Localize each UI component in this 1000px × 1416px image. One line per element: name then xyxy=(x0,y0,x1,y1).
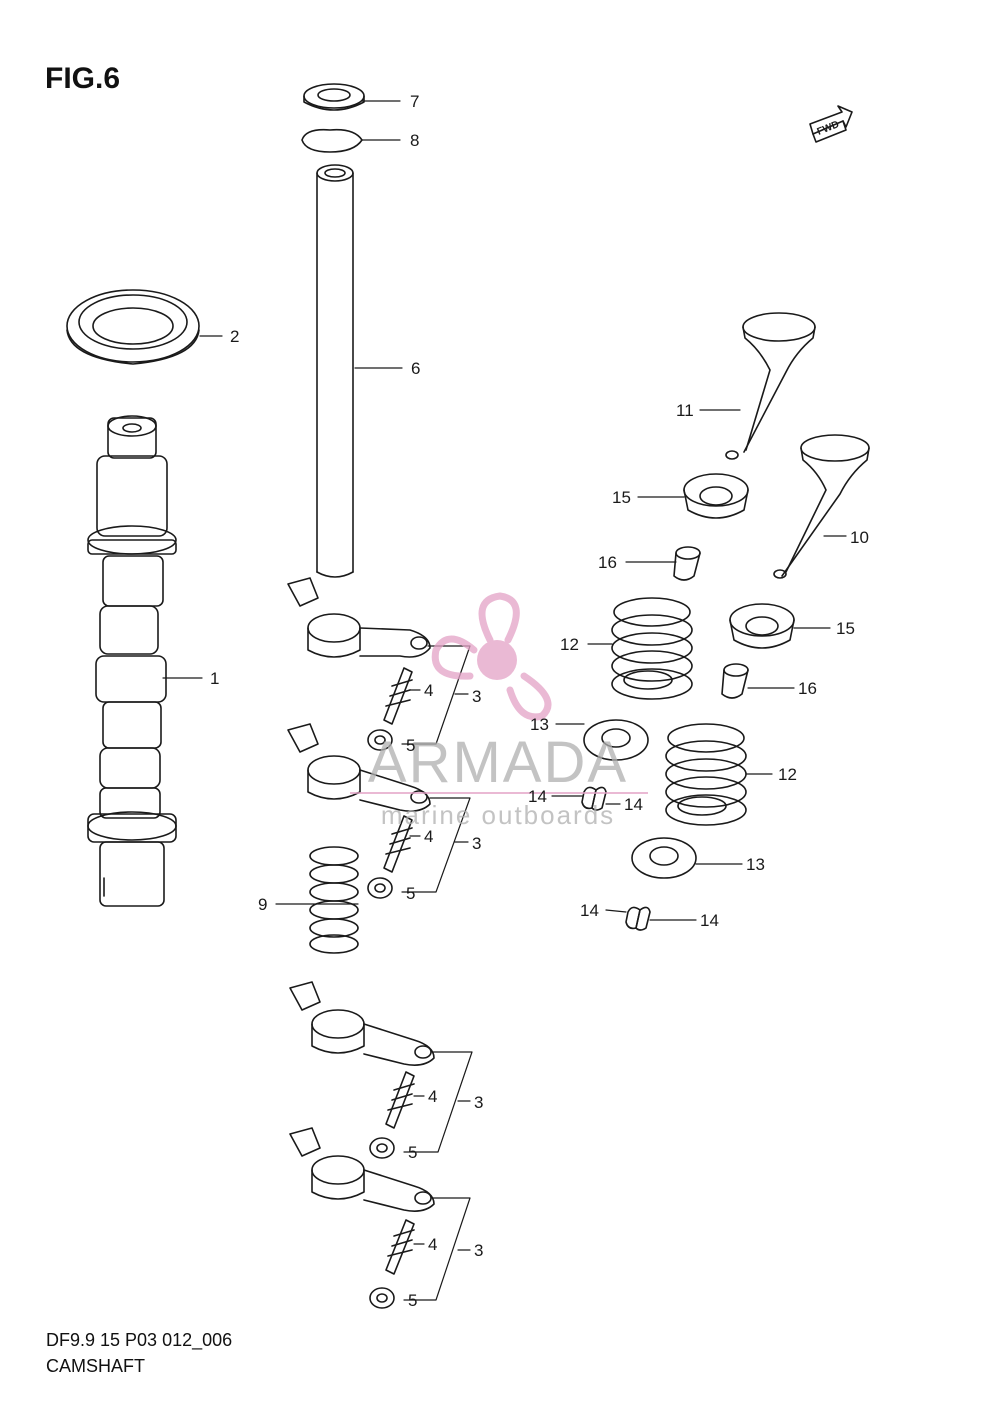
valve-cotters-2 xyxy=(625,906,651,931)
callout-13a: 13 xyxy=(530,715,549,734)
model-code: DF9.9 15 P03 012_006 xyxy=(46,1330,233,1350)
callout-5a: 5 xyxy=(406,736,415,755)
forward-arrow-icon xyxy=(809,105,853,143)
callout-14c: 14 xyxy=(580,901,599,920)
callout-15b: 15 xyxy=(836,619,855,638)
valve-stem-seal-2 xyxy=(721,663,749,699)
callout-6: 6 xyxy=(411,359,420,378)
valve-spring-2 xyxy=(665,723,747,826)
rocker-arm-set-4 xyxy=(289,1127,435,1212)
callout-7: 7 xyxy=(410,92,419,111)
callout-16b: 16 xyxy=(798,679,817,698)
callout-12a: 12 xyxy=(560,635,579,654)
exhaust-valve xyxy=(773,434,870,579)
oil-seal xyxy=(66,289,200,365)
callout-10: 10 xyxy=(850,528,869,547)
rocker-arm-set-3 xyxy=(289,981,435,1066)
callout-4c: 4 xyxy=(428,1087,437,1106)
callout-15a: 15 xyxy=(612,488,631,507)
valve-spring-seat-2 xyxy=(631,837,697,879)
rocker-arm-set-1 xyxy=(287,577,431,658)
leader-lines xyxy=(162,100,847,1301)
callout-4b: 4 xyxy=(424,827,433,846)
callout-11: 11 xyxy=(676,401,694,420)
rocker-shaft xyxy=(316,164,354,578)
watermark: ARMADA marine outboards xyxy=(350,592,648,830)
intake-valve xyxy=(725,312,816,460)
callout-5d: 5 xyxy=(408,1291,417,1310)
callout-3d: 3 xyxy=(474,1241,483,1260)
valve-stem-seal-1 xyxy=(673,546,701,581)
valve-spring-1 xyxy=(611,597,693,700)
callout-5c: 5 xyxy=(408,1143,417,1162)
callout-12b: 12 xyxy=(778,765,797,784)
valve-cotters-1 xyxy=(581,786,607,811)
callout-8: 8 xyxy=(410,131,419,150)
callout-2: 2 xyxy=(230,327,239,346)
callout-13b: 13 xyxy=(746,855,765,874)
valve-spring-retainer-1 xyxy=(683,473,749,519)
callout-3a: 3 xyxy=(472,687,481,706)
callout-14d: 14 xyxy=(700,911,719,930)
section-name: CAMSHAFT xyxy=(46,1356,145,1376)
callout-3b: 3 xyxy=(472,834,481,853)
figure-title: FIG.6 xyxy=(45,62,121,95)
callout-1: 1 xyxy=(210,669,219,688)
watermark-tagline: marine outboards xyxy=(381,800,615,830)
valve-spring-retainer-2 xyxy=(729,603,795,649)
o-ring xyxy=(301,128,363,153)
lock-nuts xyxy=(367,729,395,1309)
callout-3c: 3 xyxy=(474,1093,483,1112)
callout-5b: 5 xyxy=(406,884,415,903)
callout-4d: 4 xyxy=(428,1235,437,1254)
rocker-shaft-spring xyxy=(309,846,359,954)
callout-9: 9 xyxy=(258,895,267,914)
callout-14b: 14 xyxy=(624,795,643,814)
valve-spring-seat-1 xyxy=(583,719,649,761)
callout-4a: 4 xyxy=(424,681,433,700)
propeller-icon xyxy=(431,592,552,721)
adjusting-screws xyxy=(383,667,415,1275)
camshaft xyxy=(87,415,177,907)
callout-14a: 14 xyxy=(528,787,547,806)
rocker-shaft-washer xyxy=(303,83,365,111)
watermark-brand: ARMADA xyxy=(368,730,628,795)
callout-16a: 16 xyxy=(598,553,617,572)
